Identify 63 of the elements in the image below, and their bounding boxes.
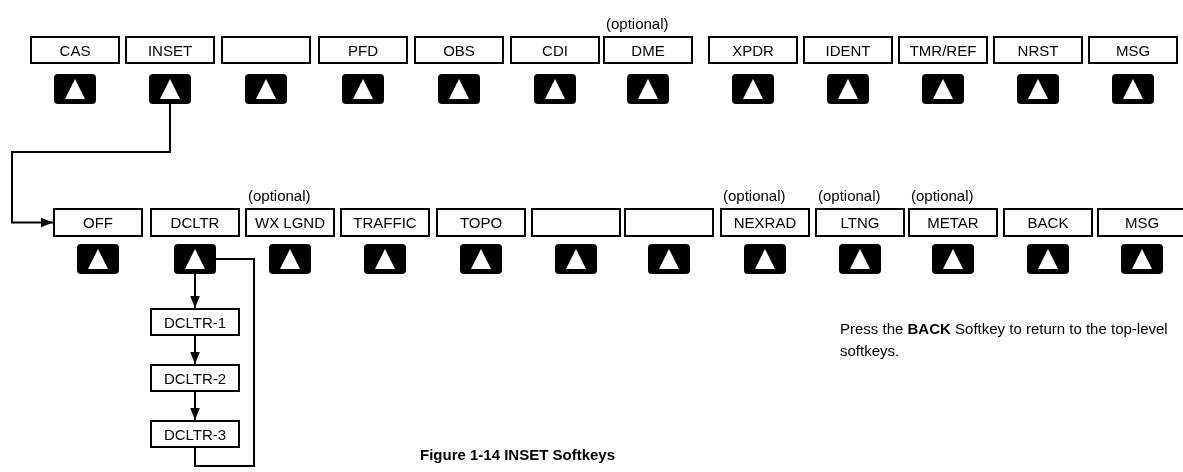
softkey-button [149,74,191,104]
softkey-button [932,244,974,274]
softkey-label: TMR/REF [898,36,988,64]
softkey-button [827,74,869,104]
softkey-label: DCLTR-1 [150,308,240,336]
softkey-button [627,74,669,104]
arrow [190,273,200,309]
softkey-label: NEXRAD [720,208,810,237]
connector-line [194,258,255,467]
softkey-label: MSG [1097,208,1183,237]
softkey-button [245,74,287,104]
instruction-note: Press the BACK Softkey to return to the top-level softkeys. [840,319,1169,361]
optional-note: (optional) [723,187,786,204]
softkey-label: MSG [1088,36,1178,64]
softkey-button [460,244,502,274]
softkey-button [174,244,216,274]
softkey-label: NRST [993,36,1083,64]
softkey-button [922,74,964,104]
optional-note: (optional) [818,187,881,204]
optional-note: (optional) [606,15,669,32]
softkey-button [269,244,311,274]
softkey-label: DCLTR-3 [150,420,240,448]
softkey-label [531,208,621,237]
softkey-button [54,74,96,104]
optional-note: (optional) [911,187,974,204]
softkey-label: OFF [53,208,143,237]
arrow [190,335,200,365]
softkey-label: IDENT [803,36,893,64]
softkey-label: LTNG [815,208,905,237]
softkey-label: DCLTR-2 [150,364,240,392]
softkey-label: OBS [414,36,504,64]
softkey-button [839,244,881,274]
softkey-button [732,74,774,104]
softkey-label: BACK [1003,208,1093,237]
softkey-label: INSET [125,36,215,64]
softkey-label [624,208,714,237]
softkey-button [1112,74,1154,104]
softkey-button [1017,74,1059,104]
softkey-button [534,74,576,104]
softkey-button [438,74,480,104]
softkey-button [342,74,384,104]
arrow [11,103,171,228]
softkey-button [555,244,597,274]
softkey-label: XPDR [708,36,798,64]
softkey-label: PFD [318,36,408,64]
softkey-button [744,244,786,274]
softkey-button [1027,244,1069,274]
softkey-label: DCLTR [150,208,240,237]
softkey-label: WX LGND [245,208,335,237]
softkey-label: DME [603,36,693,64]
softkey-button [648,244,690,274]
softkey-label: METAR [908,208,998,237]
softkey-button [77,244,119,274]
softkey-label: TOPO [436,208,526,237]
softkey-label [221,36,311,64]
figure-caption: Figure 1-14 INSET Softkeys [420,446,616,463]
softkey-button [364,244,406,274]
softkey-label: TRAFFIC [340,208,430,237]
softkey-label: CDI [510,36,600,64]
optional-note: (optional) [248,187,311,204]
softkey-label: CAS [30,36,120,64]
arrow [190,391,200,421]
softkey-button [1121,244,1163,274]
